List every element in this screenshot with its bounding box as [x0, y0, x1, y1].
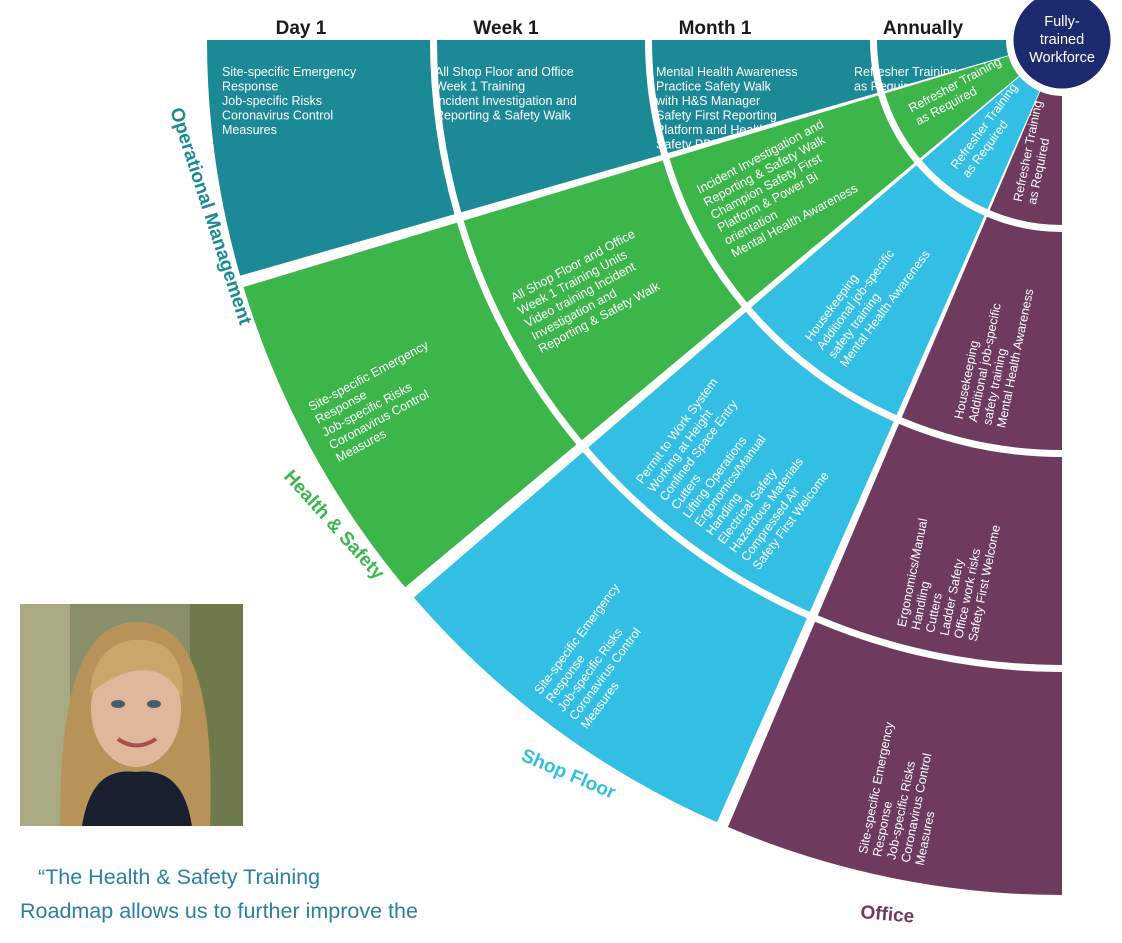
quote-line-1: “The Health & Safety Training [38, 865, 321, 889]
cell-sector [877, 40, 1009, 91]
column-title-3: Annually [883, 18, 964, 39]
cell-2-2: HousekeepingAdditional job-specificsafet… [751, 165, 985, 416]
center-circle [1010, 0, 1114, 92]
column-title-0: Day 1 [276, 18, 327, 39]
quote-line-2: Roadmap allows us to further improve the [20, 899, 418, 923]
cell-2-0: Site-specific EmergencyResponseJob-speci… [413, 452, 807, 823]
cell-sector [588, 311, 894, 612]
cell-sector [817, 423, 1062, 665]
cell-sector [884, 56, 1019, 159]
cell-sector [901, 216, 1062, 450]
cell-sector [751, 165, 985, 416]
cell-sector [921, 76, 1040, 210]
cell-sector [207, 40, 455, 276]
cell-sector [727, 621, 1062, 895]
cell-sector [669, 95, 915, 303]
cell-3-0: Site-specific EmergencyResponseJob-speci… [727, 621, 1062, 895]
cell-sector [243, 222, 577, 588]
cell-1-0: Site-specific EmergencyResponseJob-speci… [243, 222, 577, 588]
cell-3-2: HousekeepingAdditional job-specificsafet… [901, 216, 1062, 450]
cell-1-1: All Shop Floor and OfficeWeek 1 Training… [463, 160, 742, 441]
cell-sector [463, 160, 742, 441]
column-title-1: Week 1 [473, 18, 539, 39]
column-titles: Day 1 Week 1 Month 1 Annually [276, 18, 964, 39]
column-title-2: Month 1 [679, 18, 752, 39]
row-label-3: Office [860, 902, 915, 928]
cell-sector [437, 40, 662, 213]
cell-3-1: Ergonomics/ManualHandlingCuttersLadder S… [817, 423, 1062, 665]
cell-sector [652, 40, 878, 154]
cell-sector [989, 91, 1062, 225]
quote-text: “The Health & Safety Training Roadmap al… [20, 860, 580, 928]
portrait-photo [20, 604, 243, 826]
cell-3-3: Refresher Trainingas Required [989, 91, 1062, 225]
cell-2-1: Permit to Work SystemWorking at HeightCo… [588, 311, 894, 612]
cell-sector [413, 452, 807, 823]
